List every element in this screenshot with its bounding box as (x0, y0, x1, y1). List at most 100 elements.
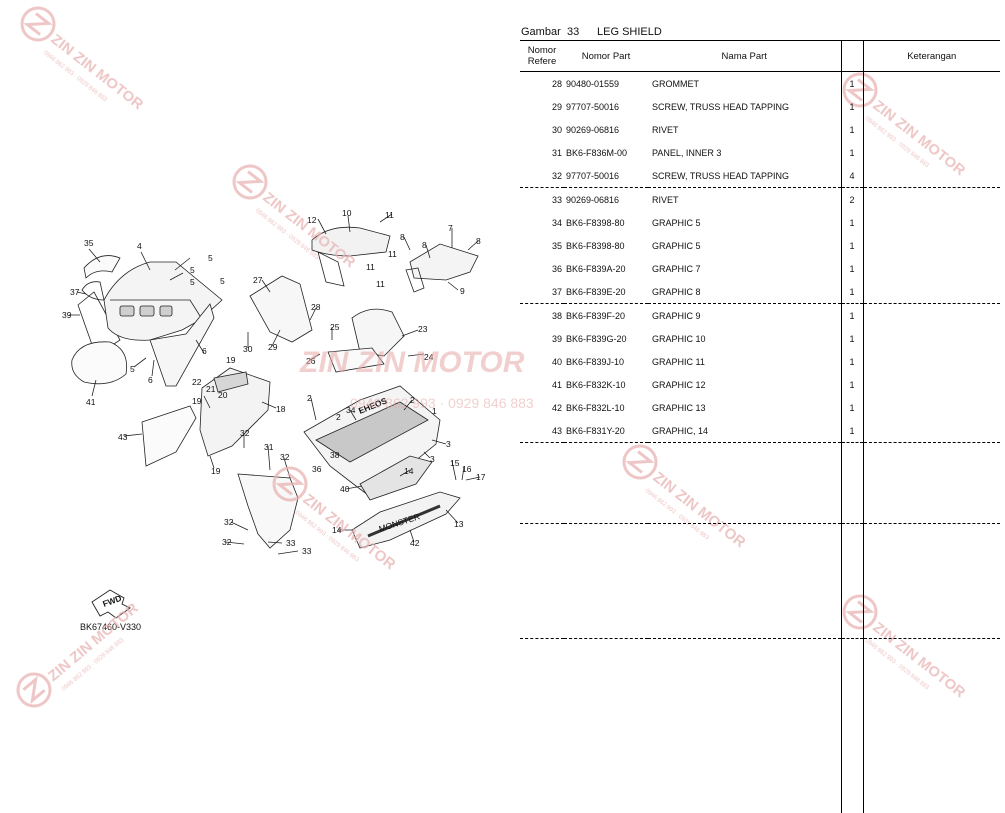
svg-text:32: 32 (280, 452, 290, 462)
svg-text:4: 4 (137, 241, 142, 251)
header-qty (840, 40, 864, 72)
svg-text:2: 2 (307, 393, 312, 403)
cell-part-number: BK6-F839G-20 (566, 333, 627, 344)
svg-text:8: 8 (422, 240, 427, 250)
svg-text:21: 21 (206, 384, 216, 394)
cell-remarks (863, 396, 1000, 419)
svg-text:42: 42 (410, 538, 420, 548)
cell-qty: 1 (840, 211, 864, 234)
drawing-code: BK67460-V330 (80, 622, 141, 632)
cell-part-number: BK6-F836M-00 (566, 147, 628, 158)
figure-title: LEG SHIELD (597, 26, 662, 38)
cell-ref: 37 (551, 286, 562, 297)
table-header: Nomor Refere Nomor Part Nama Part Ketera… (520, 40, 1000, 72)
svg-text:5: 5 (190, 277, 195, 287)
cell-remarks (863, 118, 1000, 141)
figure-caption: Gambar 33 LEG SHIELD (521, 26, 662, 38)
svg-text:13: 13 (454, 519, 464, 529)
svg-text:7: 7 (448, 223, 453, 233)
cell-remarks (863, 72, 1000, 96)
cell-part-name: GRAPHIC 13 (652, 402, 706, 413)
svg-text:6: 6 (202, 346, 207, 356)
cell-part-name: GRAPHIC 12 (652, 379, 706, 390)
cell-part-number: BK6-F832K-10 (566, 379, 626, 390)
cell-part-number: 90269-06816 (566, 124, 620, 135)
svg-text:8: 8 (400, 232, 405, 242)
cell-remarks (863, 187, 1000, 211)
empty-row (520, 753, 1000, 813)
svg-text:3: 3 (446, 439, 451, 449)
cell-ref: 28 (551, 78, 562, 89)
svg-text:11: 11 (366, 262, 375, 272)
cell-remarks (863, 419, 1000, 443)
cell-qty: 4 (840, 164, 864, 188)
svg-text:11: 11 (385, 210, 394, 220)
cell-remarks (863, 234, 1000, 257)
svg-text:29: 29 (268, 342, 278, 352)
svg-text:35: 35 (84, 238, 94, 248)
svg-text:27: 27 (253, 275, 263, 285)
cell-qty: 1 (840, 373, 864, 396)
cell-part-name: GRAPHIC 5 (652, 217, 701, 228)
svg-text:22: 22 (192, 377, 202, 387)
svg-text:33: 33 (302, 546, 312, 556)
empty-row (520, 523, 1000, 639)
table-row: 32 97707-50016 SCREW, TRUSS HEAD TAPPING 4 (520, 164, 1000, 188)
svg-text:41: 41 (86, 397, 96, 407)
cell-remarks (863, 327, 1000, 350)
cell-qty: 1 (840, 350, 864, 373)
cell-remarks (863, 257, 1000, 280)
header-ref: Nomor Refere (520, 40, 564, 72)
cell-ref: 34 (551, 217, 562, 228)
cell-part-name: GRAPHIC 5 (652, 240, 701, 251)
cell-part-name: SCREW, TRUSS HEAD TAPPING (652, 101, 790, 112)
svg-text:11: 11 (376, 279, 385, 289)
cell-part-number: 97707-50016 (566, 101, 620, 112)
cell-ref: 40 (551, 356, 562, 367)
cell-part-name: GRAPHIC 9 (648, 303, 841, 327)
svg-text:5: 5 (190, 265, 195, 275)
exploded-parts-diagram: EHEOS MONSTER 35 4 5 5 5 5 37 39 41 6 6 … (62, 208, 486, 632)
cell-remarks (863, 211, 1000, 234)
svg-text:5: 5 (208, 253, 213, 263)
svg-text:6: 6 (148, 375, 153, 385)
svg-text:17: 17 (476, 472, 486, 482)
cell-qty: 1 (840, 141, 864, 164)
svg-text:32: 32 (222, 537, 232, 547)
cell-qty: 1 (840, 257, 864, 280)
svg-text:31: 31 (264, 442, 274, 452)
svg-text:20: 20 (218, 390, 228, 400)
svg-text:14: 14 (332, 525, 342, 535)
cell-ref: 32 (551, 170, 562, 181)
cell-qty: 1 (840, 234, 864, 257)
cell-remarks (863, 164, 1000, 188)
svg-text:37: 37 (70, 287, 80, 297)
cell-ref: 35 (551, 240, 562, 251)
svg-text:23: 23 (418, 324, 428, 334)
svg-text:2: 2 (336, 412, 341, 422)
cell-remarks (863, 141, 1000, 164)
svg-text:26: 26 (306, 356, 316, 366)
cell-part-name: SCREW, TRUSS HEAD TAPPING (652, 170, 790, 181)
svg-text:2: 2 (410, 395, 415, 405)
cell-remarks (863, 350, 1000, 373)
cell-ref: 33 (520, 187, 564, 211)
cell-part-number: BK6-F831Y-20 (566, 425, 625, 436)
cell-part-number: 97707-50016 (566, 170, 620, 181)
header-remarks: Keterangan (863, 40, 1000, 72)
cell-part-name: RIVET (652, 124, 679, 135)
cell-ref: 43 (551, 425, 562, 436)
cell-qty: 1 (840, 280, 864, 304)
svg-text:32: 32 (224, 517, 234, 527)
svg-text:12: 12 (307, 215, 317, 225)
